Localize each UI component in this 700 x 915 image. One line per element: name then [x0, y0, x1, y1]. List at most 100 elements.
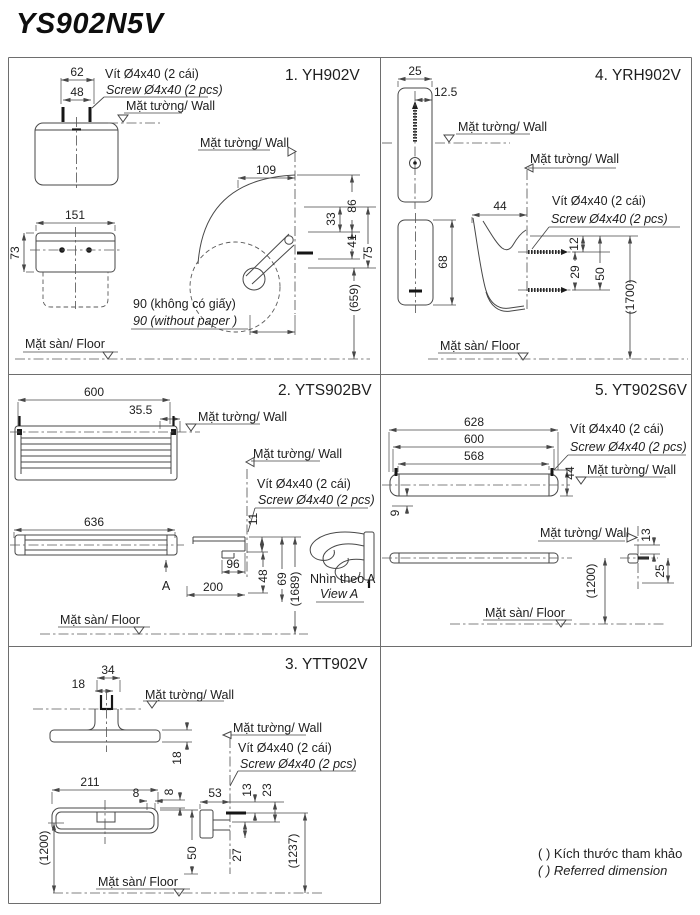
wall-label: Mặt tường/ Wall: [587, 463, 676, 477]
screw-label-vi: Vít Ø4x40 (2 cái): [257, 477, 351, 491]
yt902s6v-lower-front-view: [382, 552, 572, 564]
dim-18-height: 18: [170, 751, 184, 765]
floor-label: Mặt sàn/ Floor: [98, 875, 178, 889]
screw-label-en: Screw Ø4x40 (2 pcs): [551, 212, 668, 226]
panel-yt902s6v: 5. YT902S6V 628 600 568 44 9 Vít Ø4x40 (…: [382, 382, 688, 628]
dim-25: 25: [408, 64, 422, 78]
yrh902v-plate-view: 68: [397, 213, 456, 313]
dim-1700: (1700): [623, 280, 637, 315]
wall-datum-icon: [146, 700, 158, 709]
dim-69: 69: [275, 572, 289, 586]
dim-44: 44: [493, 199, 507, 213]
dim-50: 50: [593, 267, 607, 281]
wall-label: Mặt tường/ Wall: [530, 152, 619, 166]
yts902bv-side-view: Mặt tường/ Wall Vít Ø4x40 (2 cái) Screw …: [186, 447, 375, 634]
wall-label: Mặt tường/ Wall: [253, 447, 342, 461]
dim-75: 75: [361, 246, 375, 260]
yh902v-front-view: 62 48 Vít Ø4x40 (2 cái) Screw Ø4x40 (2 p…: [34, 65, 223, 189]
ytt902v-front-view: 34 18 Mặt tường/ Wall 18: [33, 663, 234, 765]
dim-62: 62: [70, 65, 84, 79]
yh902v-top-view: 151 73: [8, 208, 121, 309]
wall-datum-icon: [575, 476, 587, 485]
floor-datum-icon: [517, 352, 529, 361]
dim-23: 23: [260, 783, 274, 797]
panel-title: 2. YTS902BV: [278, 382, 372, 399]
yh902v-floor: Mặt sàn/ Floor: [15, 337, 370, 360]
screw-label-vi: Vít Ø4x40 (2 cái): [570, 422, 664, 436]
yt902s6v-front-view: 628 600 568 44 9 Vít Ø4x40 (2 cái) Screw…: [382, 415, 687, 516]
panel-title: 1. YH902V: [285, 67, 360, 84]
yrh902v-screw-front-view: 25 12.5 Mặt tường/ Wall: [382, 64, 547, 209]
wall-label: Mặt tường/ Wall: [200, 136, 289, 150]
panel-title: 4. YRH902V: [595, 67, 682, 84]
dim-50: 50: [185, 846, 199, 860]
dim-29: 29: [568, 265, 582, 279]
wall-datum-icon: [443, 134, 455, 143]
no-paper-note-en: 90 (without paper ): [133, 314, 237, 328]
floor-label: Mặt sàn/ Floor: [485, 606, 565, 620]
wall-label: Mặt tường/ Wall: [233, 721, 322, 735]
dim-12: 12: [567, 237, 581, 251]
yts902bv-front-view: 636 A: [10, 515, 184, 593]
view-a-label-vi: Nhìn theo A: [310, 572, 376, 586]
floor-label: Mặt sàn/ Floor: [440, 339, 520, 353]
yts902bv-view-a: Nhìn theo A View A: [309, 531, 376, 603]
ytt902v-floor: Mặt sàn/ Floor: [53, 875, 322, 897]
view-a-letter: A: [162, 579, 171, 593]
screw-label-vi: Vít Ø4x40 (2 cái): [552, 194, 646, 208]
yts902bv-floor: Mặt sàn/ Floor: [40, 613, 308, 635]
panel-title: 3. YTT902V: [285, 656, 368, 673]
wall-label: Mặt tường/ Wall: [198, 410, 287, 424]
dim-1200: (1200): [37, 831, 51, 866]
wall-datum-icon: [523, 163, 534, 173]
wall-datum-icon: [221, 730, 232, 740]
panel-ytt902v: 3. YTT902V 34 18 Mặt tường/ Wall 18: [33, 656, 368, 897]
floor-datum-icon: [133, 626, 145, 635]
dim-211: 211: [80, 775, 99, 789]
dim-68: 68: [436, 255, 450, 269]
note-vi: ( ) Kích thước tham khảo: [538, 846, 683, 861]
panel-yrh902v: 4. YRH902V 25 12.5 Mặt tường/ Wall 68: [382, 64, 688, 361]
dim-44: 44: [563, 466, 577, 480]
dim-33: 33: [324, 212, 338, 226]
dim-27: 27: [230, 848, 244, 862]
panel-yh902v: 1. YH902V 62 48 Vít Ø4x40 (2 cái) Screw …: [8, 65, 376, 360]
screw-label-en: Screw Ø4x40 (2 pcs): [570, 440, 687, 454]
ytt902v-side-view: Mặt tường/ Wall Vít Ø4x40 (2 cái) Screw …: [199, 721, 357, 893]
floor-label: Mặt sàn/ Floor: [25, 337, 105, 351]
dim-35_5: 35.5: [129, 403, 153, 417]
screw-label-en: Screw Ø4x40 (2 pcs): [258, 493, 375, 507]
dim-11: 11: [246, 512, 260, 525]
dim-86: 86: [345, 199, 359, 213]
dim-1689: (1689): [288, 572, 302, 607]
dim-41: 41: [345, 234, 359, 248]
screw-label-vi: Vít Ø4x40 (2 cái): [105, 67, 199, 81]
screw-label-vi: Vít Ø4x40 (2 cái): [238, 741, 332, 755]
wall-datum-icon: [117, 114, 129, 123]
wall-label: Mặt tường/ Wall: [540, 526, 629, 540]
dim-48: 48: [256, 569, 270, 583]
yt902s6v-side-view: Mặt tường/ Wall 13 25 (1200): [538, 526, 674, 624]
no-paper-note-vi: 90 (không có giấy): [133, 297, 236, 311]
reference-notes: ( ) Kích thước tham khảo ( ) Referred di…: [538, 845, 682, 879]
ytt902v-bottom-view: 211 8 8 50 (1200): [37, 775, 199, 893]
dim-13: 13: [639, 528, 653, 542]
dim-9: 9: [388, 509, 402, 516]
dim-600: 600: [84, 385, 104, 399]
dim-48: 48: [70, 85, 84, 99]
yh902v-side-view: Mặt tường/ Wall 109 33 86 41: [131, 136, 376, 359]
wall-datum-icon: [244, 456, 255, 468]
yts902bv-top-view: 600 35.5 Mặt tường/ Wall: [10, 385, 287, 481]
dim-600: 600: [464, 432, 484, 446]
wall-label: Mặt tường/ Wall: [458, 120, 547, 134]
dim-25: 25: [653, 564, 667, 578]
dim-1237: (1237): [286, 834, 300, 869]
floor-datum-icon: [173, 888, 185, 897]
view-a-label-en: View A: [320, 587, 358, 601]
panel-title: 5. YT902S6V: [595, 382, 688, 399]
dim-34: 34: [101, 663, 115, 677]
dim-73: 73: [8, 246, 22, 260]
dim-18-width: 18: [72, 677, 86, 691]
